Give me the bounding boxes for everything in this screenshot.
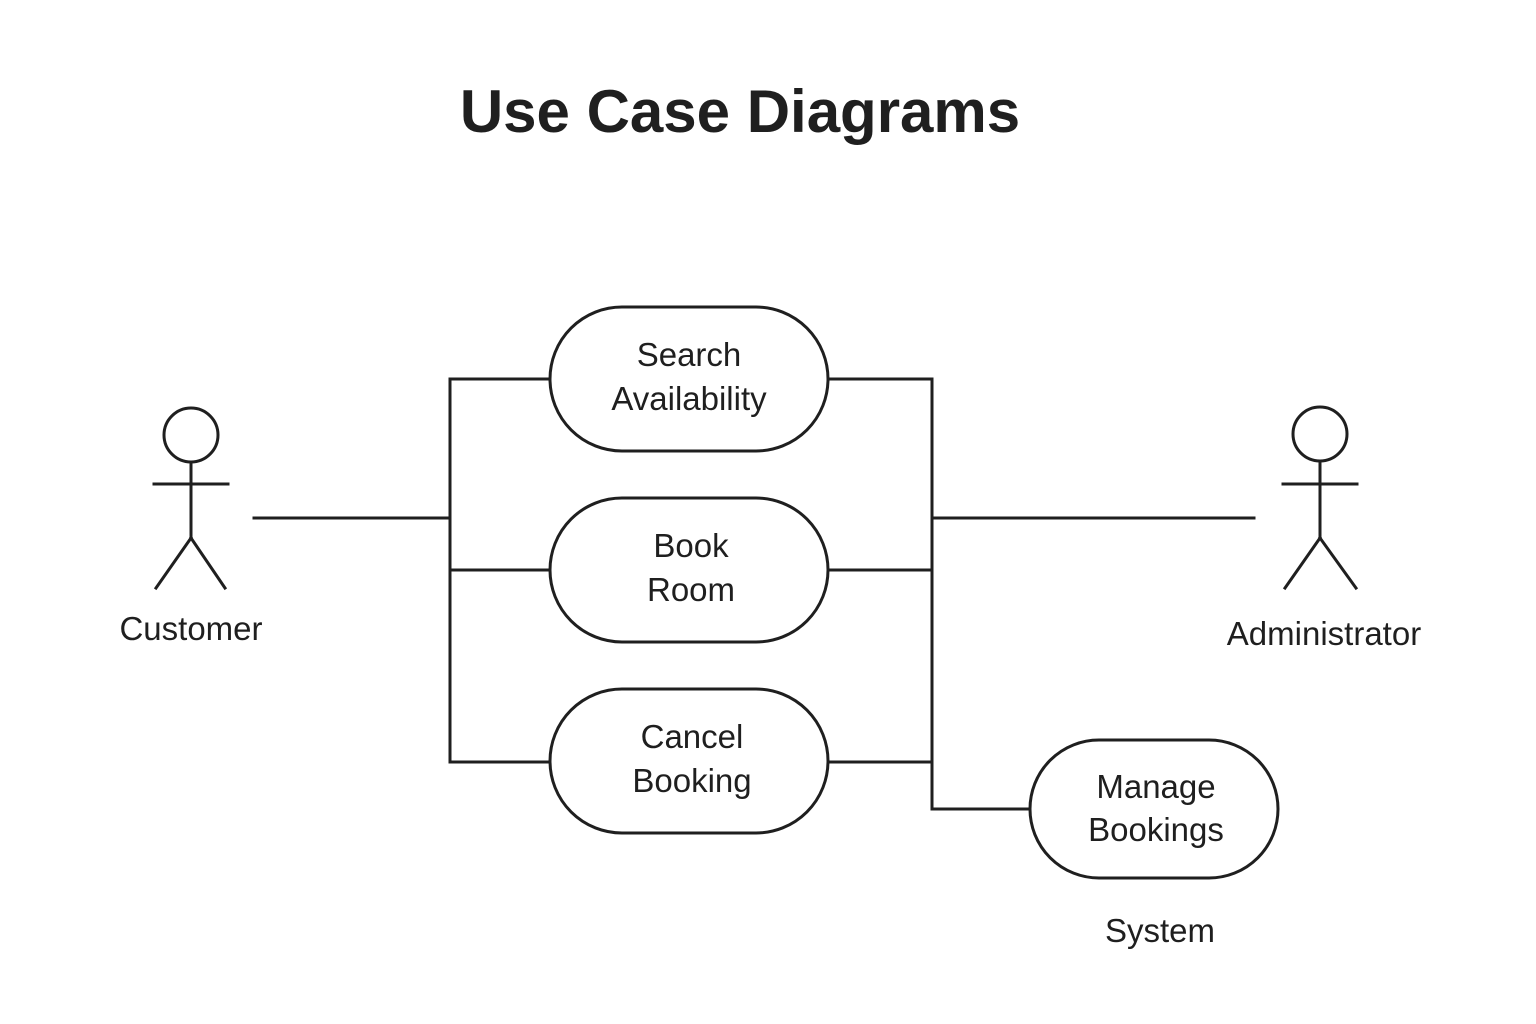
customer-left-leg — [153, 535, 194, 591]
diagram-title: Use Case Diagrams — [460, 78, 1020, 145]
customer-actor: Customer — [119, 406, 263, 647]
administrator-label: Administrator — [1227, 615, 1421, 652]
usecase-cancel-booking: Cancel Booking — [548, 687, 830, 835]
connectors — [252, 377, 1256, 811]
usecase-manage-bookings-line1: Manage — [1096, 768, 1215, 805]
usecase-manage-bookings-shape — [1028, 738, 1280, 880]
customer-head — [162, 406, 220, 464]
usecase-search-availability-shape — [548, 305, 830, 453]
usecase-search-availability: Search Availability — [548, 305, 830, 453]
usecase-book-room-shape — [548, 496, 830, 644]
usecase-search-availability-line1: Search — [637, 336, 742, 373]
usecase-cancel-booking-line2: Booking — [632, 762, 751, 799]
administrator-head — [1291, 405, 1349, 463]
usecase-book-room: Book Room — [548, 496, 830, 644]
customer-label: Customer — [119, 610, 262, 647]
usecase-cancel-booking-shape — [548, 687, 830, 835]
administrator-actor: Administrator — [1227, 405, 1421, 652]
usecase-book-room-line2: Room — [647, 571, 735, 608]
usecase-book-room-line1: Book — [653, 527, 729, 564]
system-label: System — [1105, 912, 1215, 949]
administrator-right-leg — [1317, 535, 1359, 591]
usecase-search-availability-line2: Availability — [611, 380, 767, 417]
administrator-left-leg — [1282, 535, 1323, 591]
usecase-manage-bookings: Manage Bookings — [1028, 738, 1280, 880]
usecase-manage-bookings-line2: Bookings — [1088, 811, 1224, 848]
customer-right-leg — [188, 535, 228, 591]
usecase-cancel-booking-line1: Cancel — [641, 718, 744, 755]
